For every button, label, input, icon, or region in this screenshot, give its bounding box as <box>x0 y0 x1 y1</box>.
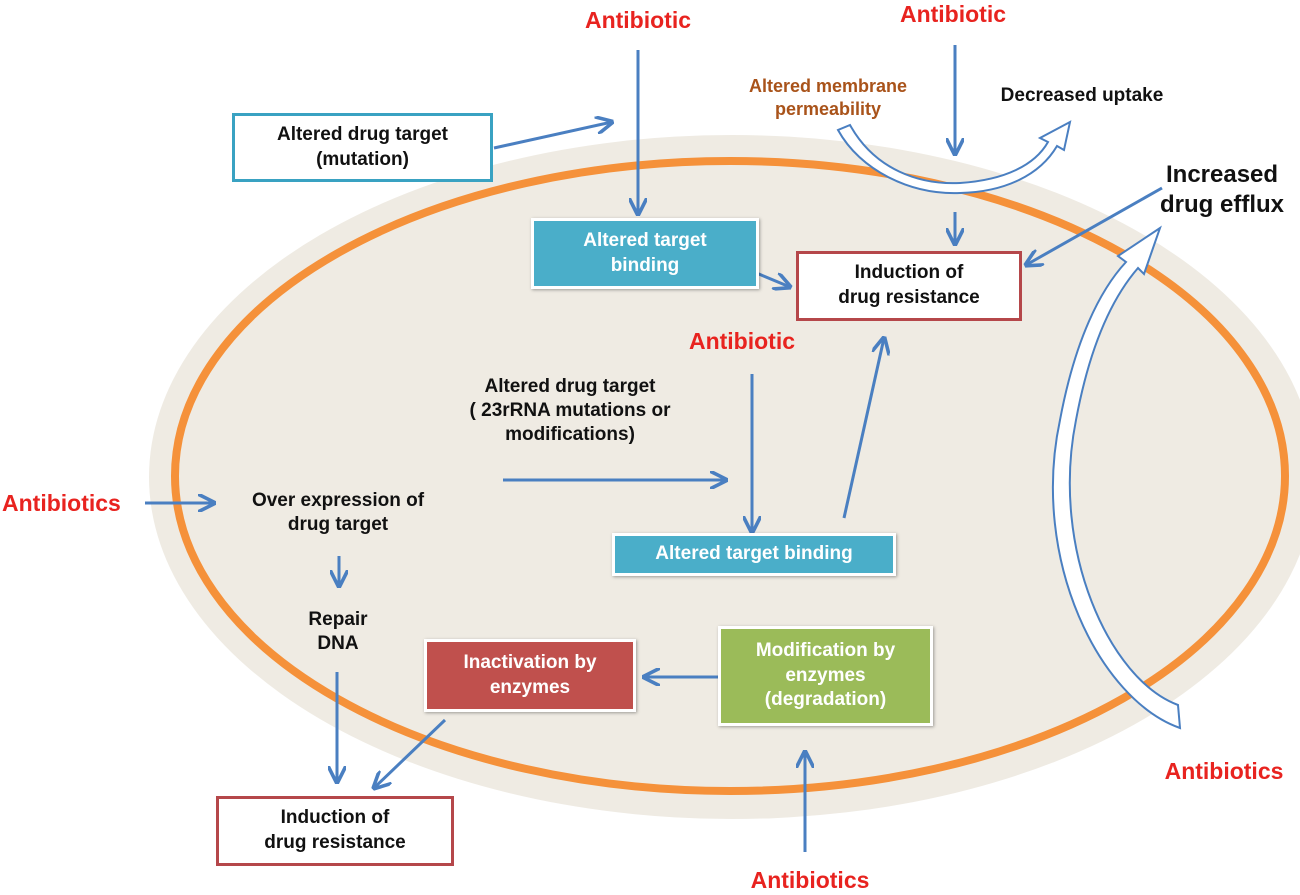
altered-membrane-label: Altered membrane permeability <box>718 75 938 120</box>
decreased-uptake-label: Decreased uptake <box>1000 85 1164 106</box>
decreased-uptake-curved-arrow <box>836 120 1072 195</box>
antibiotics-label-left: Antibiotics <box>2 490 121 516</box>
induction-top-line2: drug resistance <box>838 287 980 308</box>
antibiotic-label-top-right: Antibiotic <box>899 1 1007 27</box>
antibiotics-label-bottom: Antibiotics <box>750 867 870 893</box>
modification-line2: enzymes <box>785 664 866 686</box>
altered-membrane-line1: Altered membrane <box>748 76 908 96</box>
induction-top-line1: Induction of <box>854 262 964 284</box>
increased-efflux-label: Increased drug efflux <box>1160 160 1284 220</box>
arrow-inactivation-to-induction <box>374 718 447 788</box>
repair-line1: Repair <box>308 609 368 630</box>
binding-middle-line1: Altered target binding <box>655 543 853 565</box>
induction-bottom-line2: drug resistance <box>264 832 406 853</box>
modification-line1: Modification by <box>755 639 896 661</box>
antibiotics-label-right: Antibiotics <box>1164 758 1284 784</box>
increased-efflux-curved-arrow <box>1051 225 1182 730</box>
repair-line2: DNA <box>317 632 359 654</box>
mutation-box-line2: (mutation) <box>316 148 409 170</box>
altered-23rrna-label: Altered drug target ( 23rRNA mutations o… <box>430 375 710 446</box>
increased-efflux-line2: drug efflux <box>1160 191 1284 218</box>
binding-top-line2: binding <box>610 254 680 276</box>
overexpression-line2: drug target <box>287 513 389 535</box>
antibiotic-label-top-center: Antibiotic <box>584 7 692 33</box>
altered-membrane-line2: permeability <box>774 98 882 119</box>
arrow-efflux-to-induction <box>1026 186 1163 265</box>
altered-23rrna-line3: modifications) <box>505 423 635 445</box>
induction-of-drug-resistance-bottom-box: Induction of drug resistance <box>216 796 454 866</box>
altered-drug-target-mutation-box: Altered drug target (mutation) <box>232 113 493 182</box>
altered-target-binding-top-box: Altered target binding <box>531 218 759 289</box>
induction-of-drug-resistance-top-box: Induction of drug resistance <box>796 251 1022 321</box>
arrow-mutation-to-top <box>493 122 612 150</box>
antibiotic-label-middle: Antibiotic <box>688 328 796 354</box>
altered-target-binding-middle-box: Altered target binding <box>612 533 896 576</box>
modification-line3: (degradation) <box>764 689 887 711</box>
overexpression-line1: Over expression of <box>251 490 425 511</box>
altered-23rrna-line2: ( 23rRNA mutations or <box>469 399 671 421</box>
inactivation-line1: Inactivation by <box>463 651 597 673</box>
inactivation-line2: enzymes <box>489 676 571 698</box>
altered-23rrna-line1: Altered drug target <box>484 376 656 397</box>
overexpression-label: Over expression of drug target <box>228 489 448 537</box>
increased-efflux-line1: Increased <box>1166 161 1279 188</box>
binding-top-line1: Altered target <box>583 229 707 251</box>
mutation-box-line1: Altered drug target <box>276 123 449 145</box>
repair-dna-label: Repair DNA <box>288 608 388 656</box>
modification-by-enzymes-box: Modification by enzymes (degradation) <box>718 626 933 726</box>
arrow-binding-middle-to-induction <box>842 338 884 519</box>
induction-bottom-line1: Induction of <box>280 807 390 829</box>
inactivation-by-enzymes-box: Inactivation by enzymes <box>424 639 636 712</box>
